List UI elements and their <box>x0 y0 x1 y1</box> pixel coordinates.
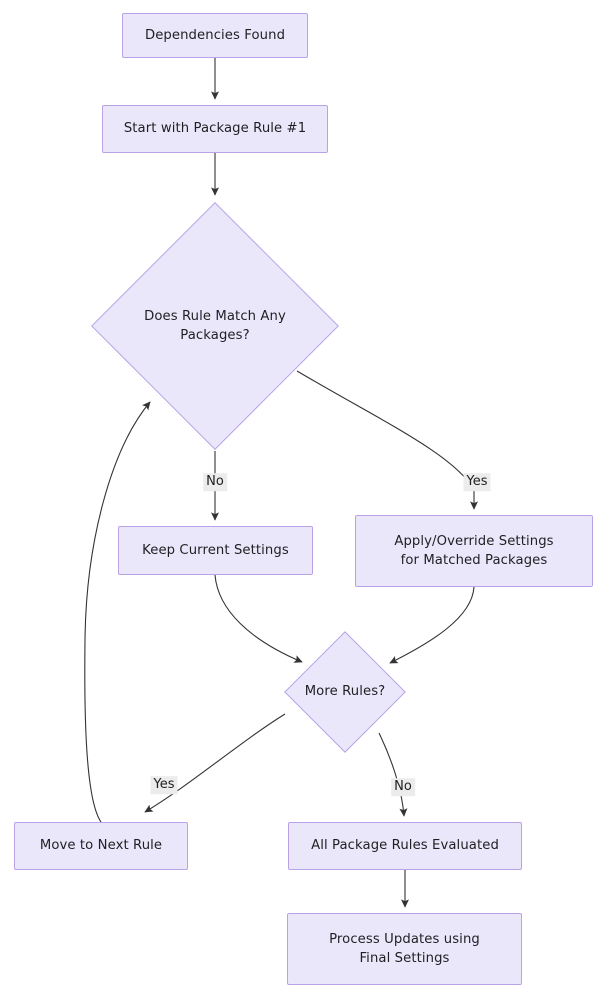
edge-label-e7: Yes <box>150 776 178 794</box>
node-label-line-1: Process Updates using <box>329 931 480 947</box>
node-label-line-2: for Matched Packages <box>400 553 548 568</box>
diamond-shape <box>284 631 406 753</box>
diamond-shape <box>90 201 340 451</box>
edge-label-e3: No <box>203 473 227 491</box>
node-label-line-1: Apply/Override Settings <box>394 533 554 549</box>
node-label-group: Process Updates using Final Settings <box>329 930 480 968</box>
node-more-rules[interactable]: More Rules? <box>284 631 406 753</box>
node-label: Keep Current Settings <box>142 542 289 558</box>
node-label-line-1: Does Rule Match Any <box>144 308 286 324</box>
edge-label-e4: Yes <box>463 473 491 491</box>
node-start-with-package-rule[interactable]: Start with Package Rule #1 <box>102 105 328 153</box>
node-label-line-2: Packages? <box>180 328 250 343</box>
node-label-group: Does Rule Match Any Packages? <box>130 307 300 345</box>
node-all-package-rules-evaluated[interactable]: All Package Rules Evaluated <box>288 822 522 870</box>
node-label-line-2: Final Settings <box>359 951 450 966</box>
node-apply-override-settings[interactable]: Apply/Override Settings for Matched Pack… <box>355 515 593 587</box>
node-label: All Package Rules Evaluated <box>311 838 499 854</box>
node-label: More Rules? <box>304 684 386 700</box>
node-label-group: Apply/Override Settings for Matched Pack… <box>394 532 553 570</box>
node-label: Start with Package Rule #1 <box>123 121 307 137</box>
node-move-to-next-rule[interactable]: Move to Next Rule <box>14 822 188 870</box>
edge-label-e8: No <box>391 778 415 796</box>
node-keep-current-settings[interactable]: Keep Current Settings <box>118 526 313 575</box>
node-process-updates-using-final-settings[interactable]: Process Updates using Final Settings <box>287 913 522 985</box>
node-does-rule-match-any-packages[interactable]: Does Rule Match Any Packages? <box>90 201 340 451</box>
node-label-group: More Rules? <box>304 682 387 701</box>
node-label: Dependencies Found <box>144 27 286 43</box>
node-label: Move to Next Rule <box>39 838 163 854</box>
node-dependencies-found[interactable]: Dependencies Found <box>122 13 308 58</box>
